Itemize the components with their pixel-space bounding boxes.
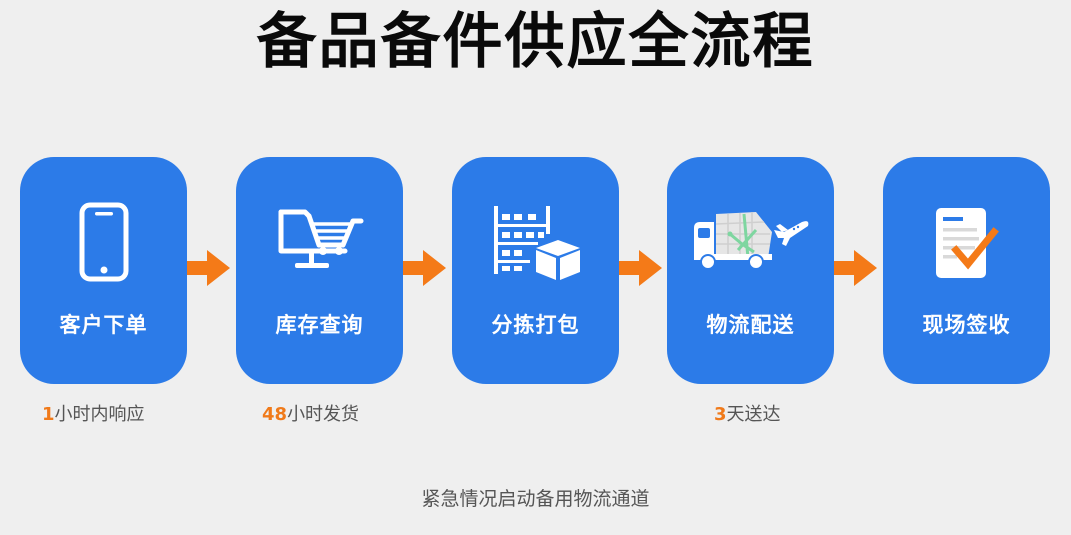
step-logistics-delivery: 物流配送 (667, 157, 834, 384)
step-label: 客户下单 (59, 313, 148, 337)
step-label: 物流配送 (706, 313, 795, 337)
page-title: 备品备件供应全流程 (256, 7, 815, 77)
note-highlight: 3 (714, 404, 727, 425)
step-label: 现场签收 (922, 313, 1011, 337)
step-sort-pack: 分拣打包 (452, 157, 619, 384)
arrow-right-icon (834, 250, 878, 286)
step-onsite-signoff: 现场签收 (883, 157, 1050, 384)
document-checkmark-icon (883, 197, 1050, 287)
arrow-right-icon (403, 250, 447, 286)
step-customer-order: 客户下单 (20, 157, 187, 384)
note-shipping-time: 48小时发货 (262, 400, 359, 426)
smartphone-icon (20, 197, 187, 287)
arrow-right-icon (619, 250, 663, 286)
note-highlight: 48 (262, 404, 288, 425)
footer-note: 紧急情况启动备用物流通道 (421, 488, 650, 510)
shopping-cart-monitor-icon (236, 197, 403, 287)
note-response-time: 1小时内响应 (42, 400, 145, 426)
note-text: 天送达 (726, 404, 781, 425)
note-delivery-time: 3天送达 (714, 400, 781, 426)
step-label: 分拣打包 (491, 313, 580, 337)
truck-map-airplane-icon (667, 197, 834, 287)
warehouse-shelf-box-icon (452, 197, 619, 287)
arrow-right-icon (187, 250, 231, 286)
note-text: 小时发货 (287, 404, 360, 425)
step-inventory-check: 库存查询 (236, 157, 403, 384)
note-highlight: 1 (42, 404, 55, 425)
note-text: 小时内响应 (54, 404, 145, 425)
step-label: 库存查询 (275, 313, 364, 337)
